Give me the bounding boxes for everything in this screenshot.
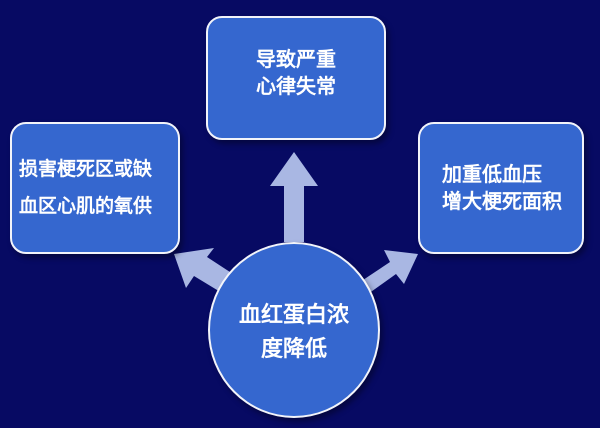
node-arrhythmia-line-1: 导致严重 (256, 47, 336, 71)
node-arrhythmia: 导致严重 心律失常 (206, 16, 386, 140)
node-hypotension-line-1: 加重低血压 (442, 162, 542, 186)
node-hemoglobin-decrease-line-2: 度降低 (260, 337, 327, 362)
node-oxygen-supply-line-2: 血区心肌的氧供 (19, 195, 153, 217)
arrow-center-to-right (360, 250, 418, 294)
node-oxygen-supply: 损害梗死区或缺 血区心肌的氧供 (10, 122, 180, 254)
node-hemoglobin-decrease-line-1: 血红蛋白浓 (238, 303, 349, 328)
arrow-center-to-top (270, 152, 318, 242)
arrow-center-to-left (174, 248, 233, 293)
node-hypotension-line-2: 增大梗死面积 (442, 189, 562, 213)
node-oxygen-supply-line-1: 损害梗死区或缺 (19, 158, 153, 180)
node-hemoglobin-decrease: 血红蛋白浓 度降低 (208, 242, 380, 418)
node-hypotension: 加重低血压 增大梗死面积 (418, 122, 584, 254)
node-arrhythmia-line-2: 心律失常 (256, 74, 336, 98)
